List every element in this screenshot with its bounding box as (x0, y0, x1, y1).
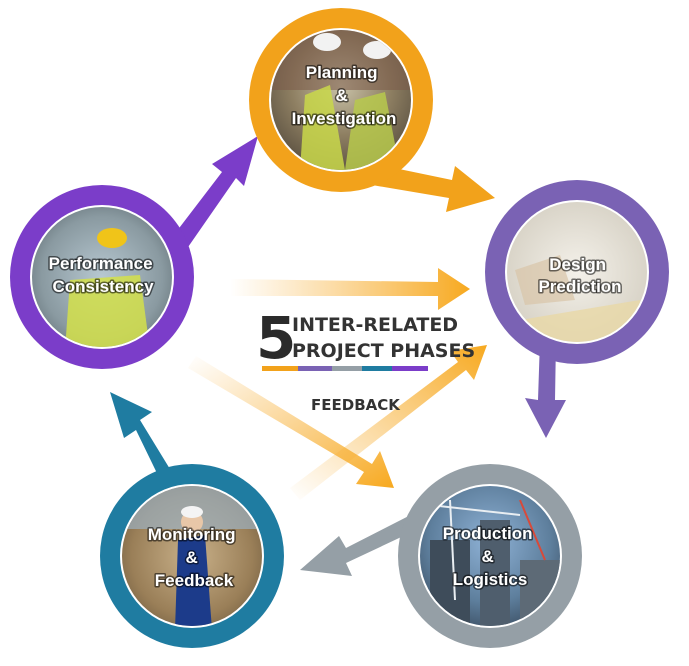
production-label-line1: Production (443, 524, 533, 543)
phase-monitoring: Monitoring & Feedback (100, 464, 284, 648)
phase-production: Production & Logistics (398, 464, 582, 648)
monitoring-label-line3: Feedback (155, 571, 234, 590)
planning-label-line1: Planning (306, 63, 378, 82)
svg-text:Design Prediction: Design Prediction (538, 255, 621, 296)
center-arrows (188, 268, 487, 500)
ribbon-planning-to-design (372, 165, 495, 212)
feedback-label: FEEDBACK (311, 396, 401, 414)
performance-label-line1: Performance (49, 254, 153, 273)
site-inspector-photo (122, 486, 262, 626)
monitoring-label-line2: & (185, 548, 197, 567)
design-label-line1: Design (549, 255, 606, 274)
phase-design: Design Prediction (485, 180, 669, 364)
phase-performance: Performance Consistency (10, 185, 194, 369)
title-line2: PROJECT PHASES (292, 340, 475, 362)
phase-planning: Planning & Investigation (249, 8, 433, 192)
monitoring-label-line1: Monitoring (148, 525, 236, 544)
title-line1: INTER-RELATED (292, 314, 458, 336)
design-label-line2: Prediction (538, 277, 621, 296)
production-label-line2: & (481, 547, 493, 566)
worker-on-radio-photo (32, 207, 172, 347)
svg-text:Planning & Investi: Planning & Investigation (292, 63, 397, 128)
performance-label-line2: Consistency (52, 277, 154, 296)
title-color-bar (262, 366, 428, 371)
svg-text:Performance Consistency: Performance Consistency (49, 254, 158, 296)
center-title: 5 INTER-RELATED PROJECT PHASES FEEDBACK (256, 304, 475, 414)
construction-workers-photo (271, 30, 411, 170)
svg-text:Production & Logis: Production & Logistics (443, 524, 537, 589)
ribbon-performance-to-planning (170, 136, 258, 250)
ribbon-design-to-production (525, 340, 566, 438)
feedback-arrow-up-right (290, 345, 487, 500)
feedback-arrow-to-design (230, 268, 470, 310)
planning-label-line2: & (335, 86, 347, 105)
planning-label-line3: Investigation (292, 109, 397, 128)
title-number: 5 (256, 304, 296, 372)
svg-text:Monitoring & Feedb: Monitoring & Feedback (148, 525, 241, 590)
building-cranes-photo (420, 486, 560, 626)
production-label-line3: Logistics (453, 570, 528, 589)
